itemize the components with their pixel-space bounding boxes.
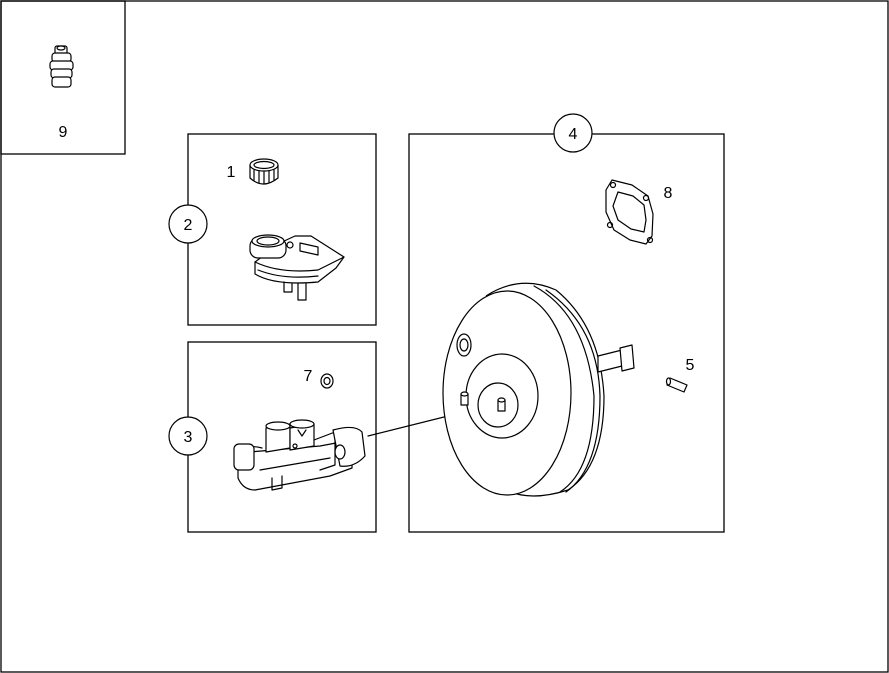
grommet-icon[interactable]	[49, 45, 74, 88]
callout-4: 4	[569, 126, 578, 143]
callout-circle-4[interactable]	[553, 113, 593, 153]
callout-2: 2	[184, 217, 193, 234]
callout-8[interactable]: 8	[664, 185, 673, 202]
pin-icon[interactable]	[665, 377, 688, 393]
callout-9[interactable]: 9	[59, 124, 68, 141]
callout-circle-2[interactable]	[168, 204, 208, 244]
master-cylinder-icon[interactable]	[233, 419, 366, 491]
callout-7[interactable]: 7	[304, 368, 313, 385]
callout-5[interactable]: 5	[686, 357, 695, 374]
inset-box-part-9	[0, 0, 126, 155]
callout-circle-3[interactable]	[168, 416, 208, 456]
group-box-part-2	[187, 133, 377, 326]
seal-ring-icon[interactable]	[320, 373, 334, 389]
callout-3: 3	[184, 429, 193, 446]
gasket-icon[interactable]	[605, 179, 654, 245]
brake-fluid-reservoir-icon[interactable]	[249, 234, 345, 301]
brake-booster-icon[interactable]	[442, 282, 635, 497]
callout-1[interactable]: 1	[227, 164, 236, 181]
reservoir-cap-icon[interactable]	[249, 158, 279, 185]
